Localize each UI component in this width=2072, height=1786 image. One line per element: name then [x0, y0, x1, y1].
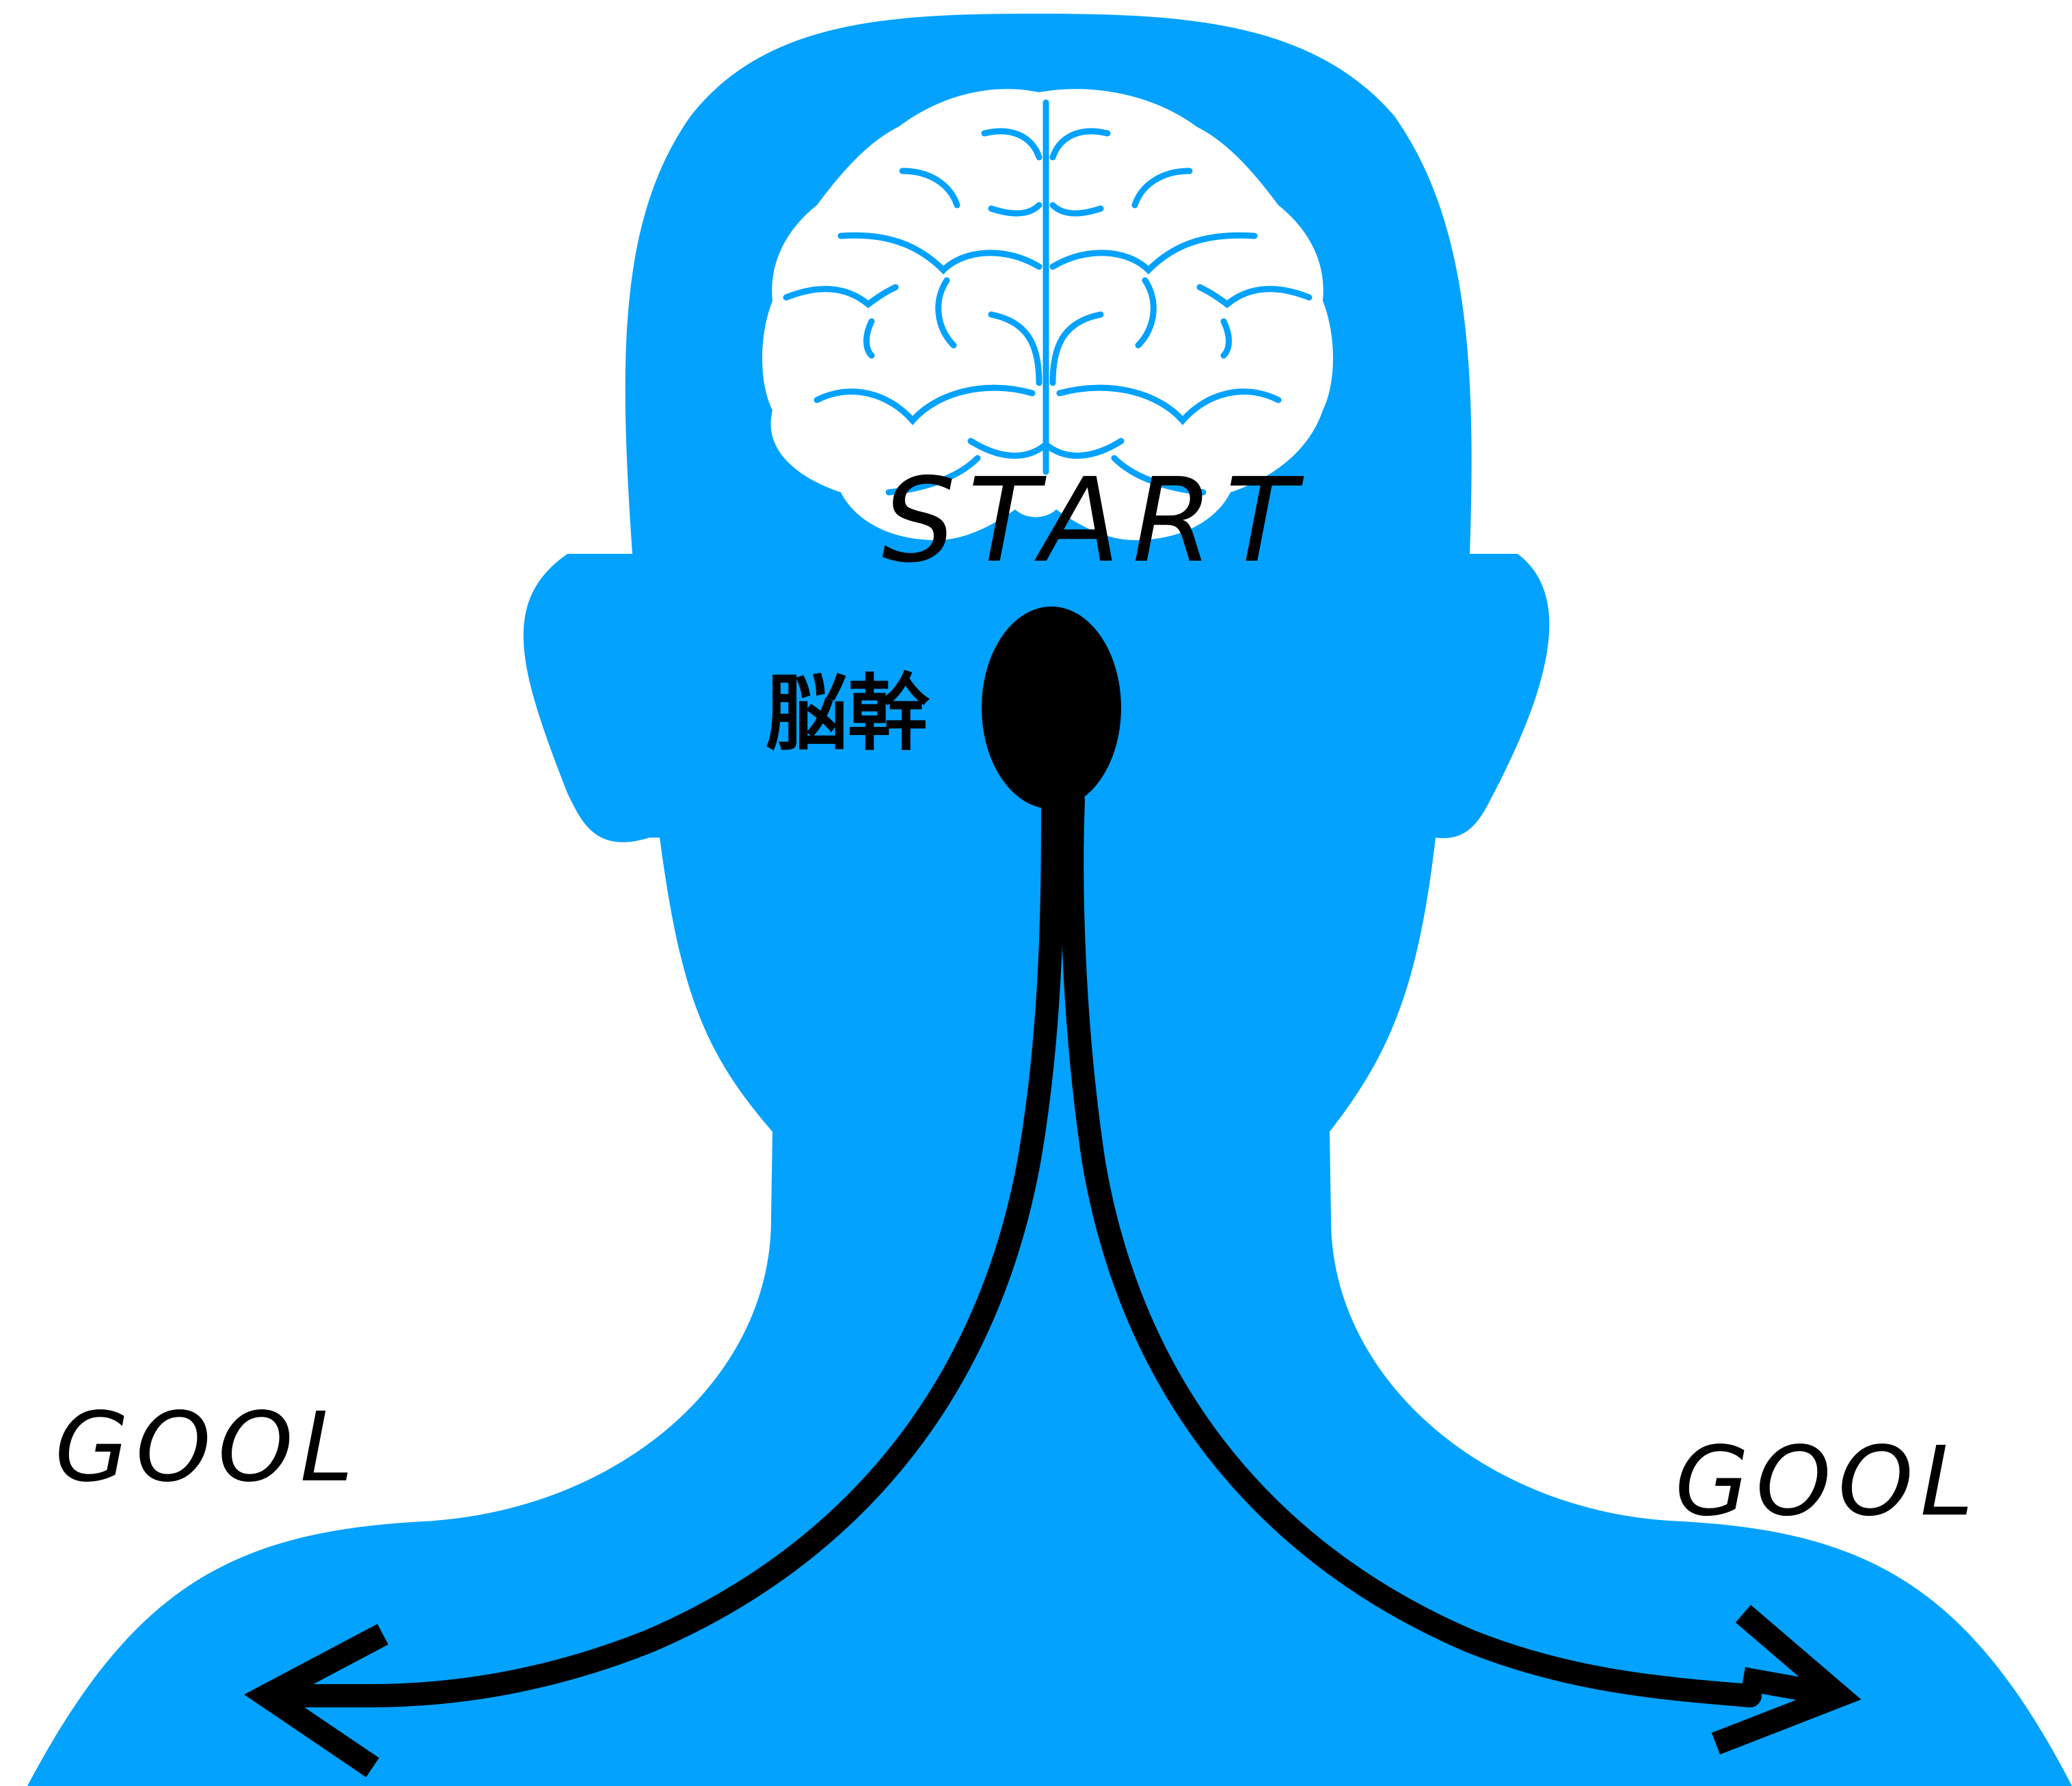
goal-label-left: GOOL: [55, 1392, 360, 1504]
brainstem-label: 脳幹: [766, 667, 930, 762]
brainstem-node: [982, 607, 1121, 809]
goal-label-right: GOOL: [1675, 1426, 1980, 1538]
start-label: START: [882, 453, 1308, 589]
